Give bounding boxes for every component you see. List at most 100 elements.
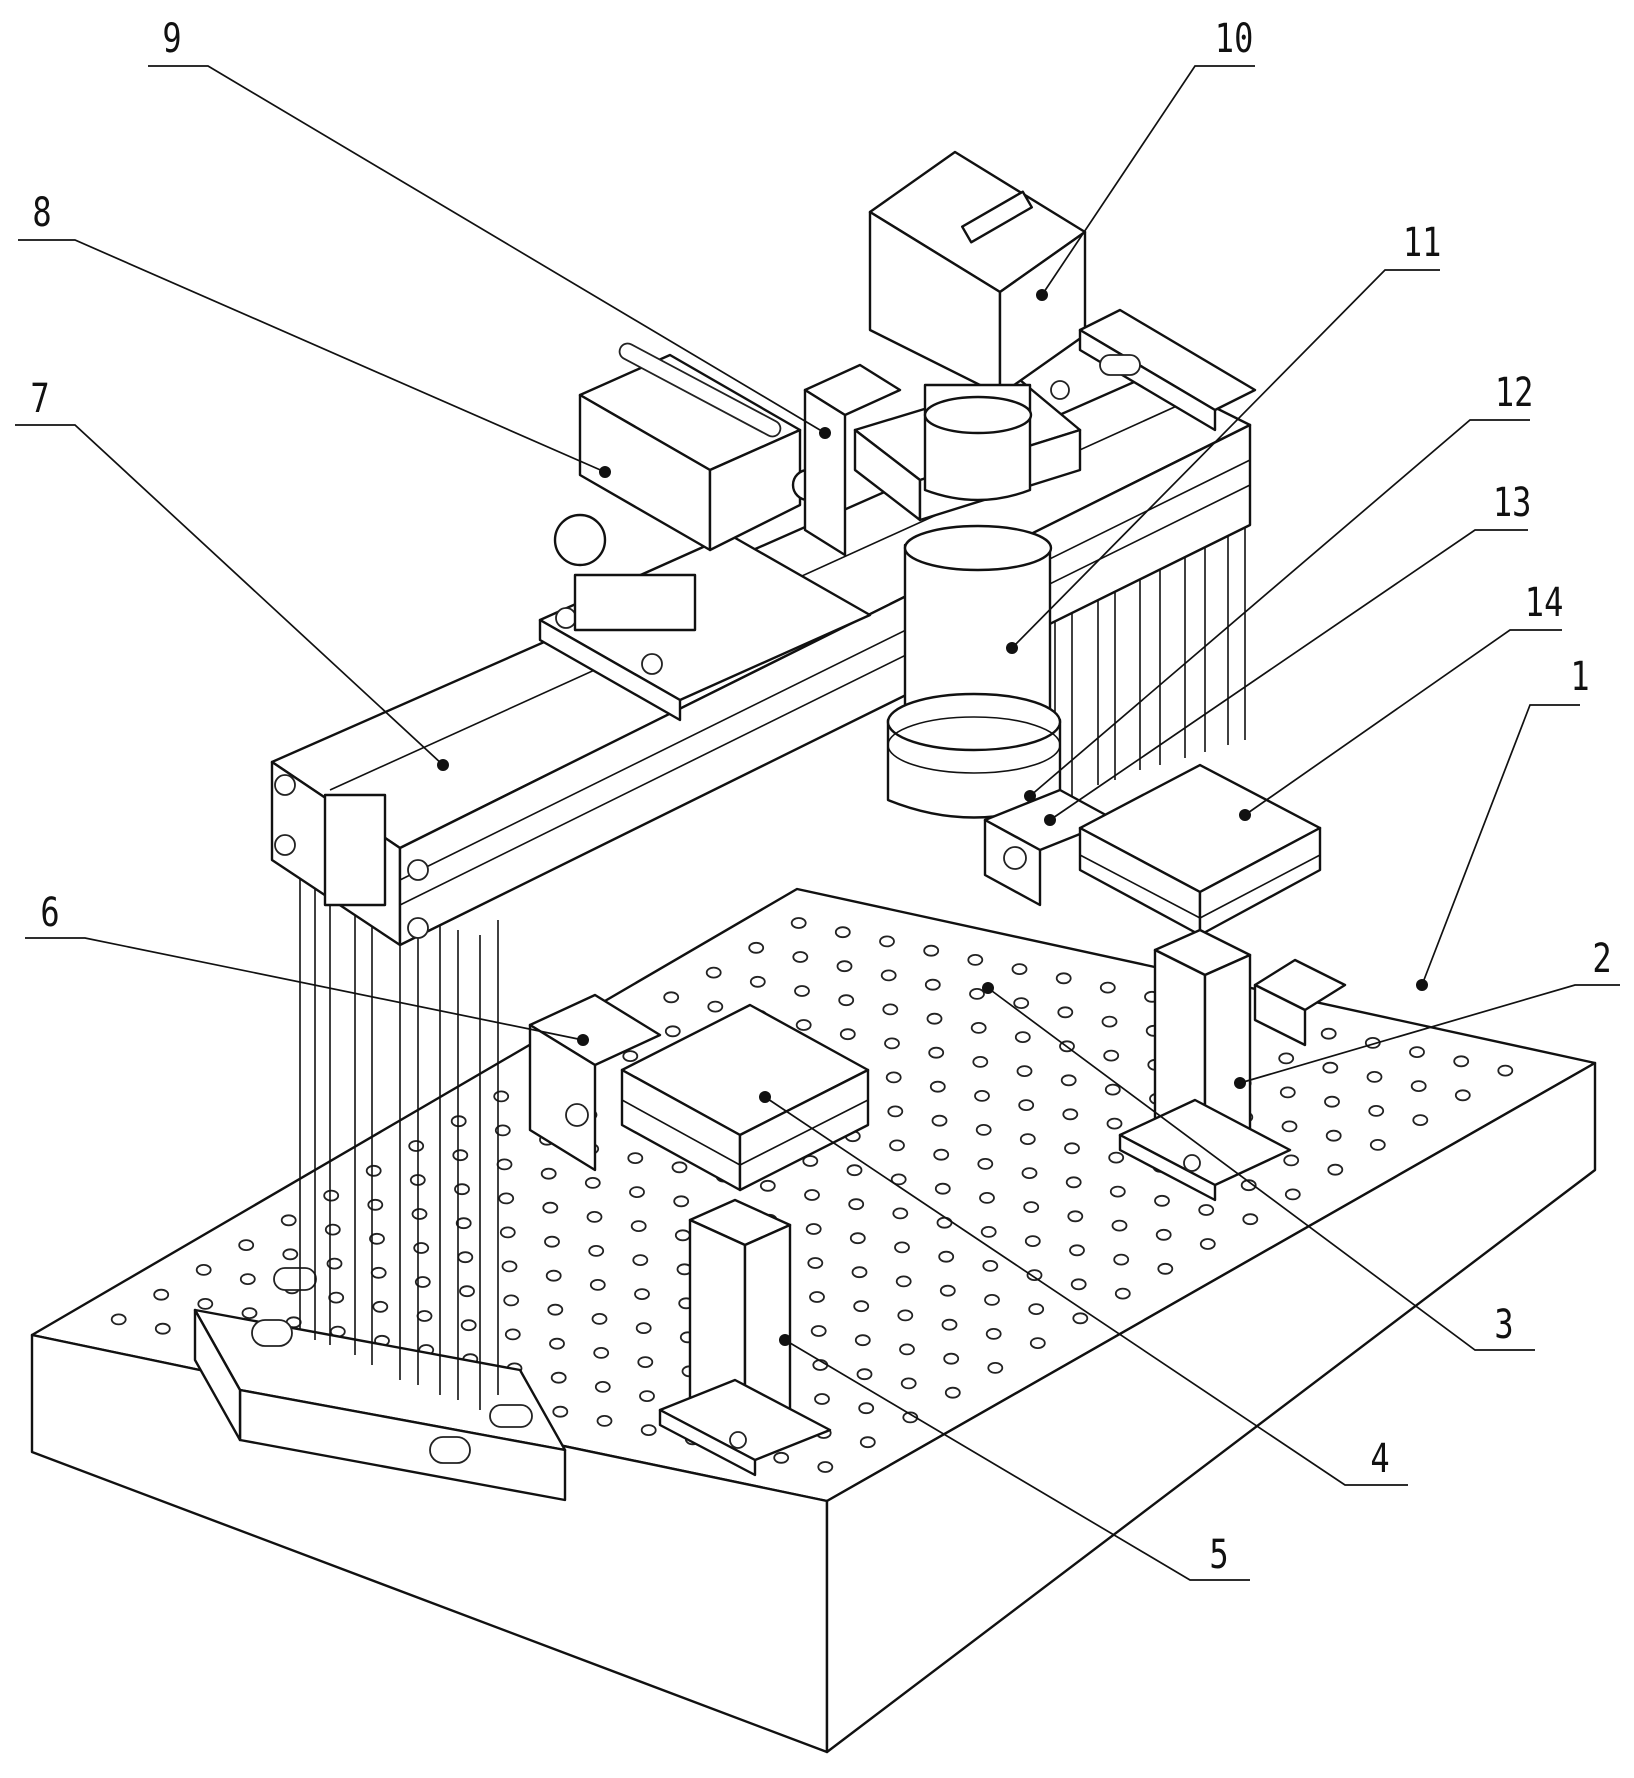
tapped-hole [1104,1083,1121,1096]
tapped-hole [839,1028,856,1041]
tapped-hole [328,1291,345,1304]
tapped-hole [1072,1312,1089,1325]
tapped-hole [416,1310,433,1322]
tapped-hole [934,1182,951,1195]
tapped-hole [552,1405,569,1418]
tapped-hole [705,966,722,979]
tapped-hole [849,1232,866,1245]
tapped-hole [814,1393,830,1405]
tapped-hole [1067,1210,1084,1223]
tapped-hole [629,1186,645,1198]
tapped-hole [452,1149,469,1162]
right-side-clip [1253,958,1347,1047]
tapped-hole [1103,1049,1120,1062]
tapped-hole [282,1248,299,1261]
tapped-hole [110,1313,127,1326]
tapped-hole [805,1223,822,1235]
tapped-hole [1023,1201,1040,1213]
tapped-hole [923,944,940,957]
tapped-hole [411,1208,428,1220]
ring-light [886,692,1062,819]
tapped-hole [1324,1095,1340,1108]
tapped-hole [326,1257,343,1270]
tapped-hole [1069,1244,1085,1257]
tapped-hole [1028,1303,1045,1315]
tapped-hole [549,1337,565,1350]
tapped-hole [1240,1179,1257,1192]
tapped-hole [1320,1027,1337,1040]
callout-7: 7 [30,374,49,421]
tapped-hole [1016,1065,1033,1077]
callout-4: 4 [1370,1434,1389,1481]
tapped-hole [900,1377,917,1390]
tapped-hole [501,1260,518,1273]
tapped-hole [494,1124,511,1137]
tapped-hole [943,1352,960,1365]
callout-9: 9 [162,14,181,61]
tapped-hole [1106,1117,1123,1130]
callout-6: 6 [40,888,59,935]
tapped-hole [1322,1061,1339,1074]
left-xy-stage [620,1003,870,1192]
tapped-hole [153,1288,170,1301]
tapped-hole [759,1179,776,1192]
tapped-hole [594,1381,611,1393]
tapped-hole [979,1192,995,1204]
tapped-hole [197,1298,214,1310]
tapped-hole [663,991,680,1004]
tapped-hole [1057,1006,1074,1019]
right-top-mount-plate [1050,308,1257,432]
tapped-hole [846,1164,863,1177]
leader-dots [437,289,1428,1346]
tapped-hole [674,1229,691,1242]
tapped-hole [498,1192,515,1205]
tapped-hole [928,1046,945,1059]
tapped-hole [671,1161,688,1174]
tapped-hole [367,1198,384,1211]
tapped-hole [817,1461,834,1473]
tapped-hole [503,1294,520,1307]
tapped-hole [324,1223,341,1236]
tapped-hole [459,1285,475,1298]
tapped-hole [892,1207,909,1220]
tapped-hole [496,1158,513,1171]
tapped-hole [1062,1108,1079,1121]
tapped-hole [634,1288,650,1300]
right-xy-stage [1078,763,1322,937]
tapped-hole [1114,1287,1131,1300]
tapped-hole [1055,972,1072,985]
tapped-hole [933,1148,950,1161]
callout-8: 8 [32,188,51,235]
tapped-hole [1412,1114,1429,1126]
callout-2: 2 [1592,934,1611,981]
tapped-hole [589,1279,606,1291]
tapped-hole [795,1019,812,1031]
tapped-hole [936,1216,953,1229]
tapped-hole [1369,1139,1386,1151]
tapped-hole [1279,1086,1296,1099]
tapped-hole [454,1183,470,1196]
tapped-hole [586,1211,603,1223]
tapped-hole [1409,1046,1425,1058]
tapped-hole [635,1322,652,1334]
tapped-hole [542,1201,559,1214]
tapped-hole [851,1266,868,1279]
tapped-hole [790,917,807,929]
tapped-hole [902,1411,919,1424]
tapped-hole [773,1451,790,1464]
tapped-hole [544,1235,560,1248]
tapped-hole [1113,1253,1130,1266]
tapped-hole [899,1343,915,1356]
tapped-hole [413,1242,430,1254]
tapped-hole [944,1386,961,1399]
tapped-hole [887,1105,904,1118]
leader-lines [15,65,1620,1581]
tapped-hole [493,1090,510,1103]
tapped-hole [969,988,985,1000]
tapped-hole [460,1319,477,1332]
tapped-hole [1198,1204,1215,1216]
tapped-hole [987,1362,1004,1374]
tapped-hole [591,1313,608,1325]
tapped-hole [1157,1262,1174,1275]
